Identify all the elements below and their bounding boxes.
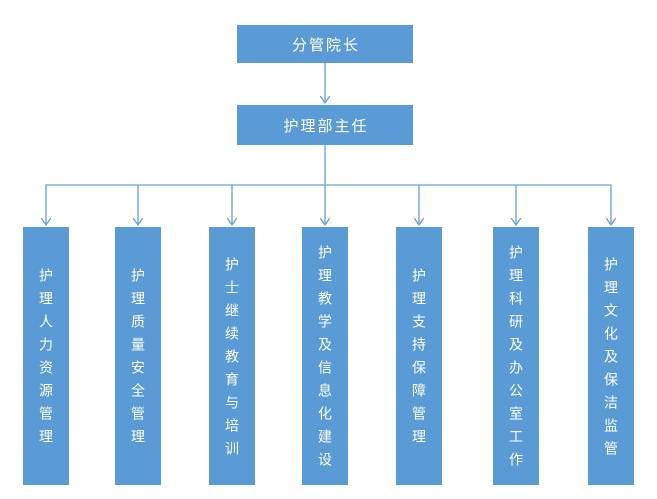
node-manager-label: 护理部主任 [283,117,369,135]
node-dept-hr: 护理人力资源管理 [23,227,69,485]
node-dept-education-training-label: 护士继续教育与培训 [224,256,240,464]
node-manager: 护理部主任 [237,105,413,145]
node-dept-teaching-informatization-label: 护理教学及信息化建设 [317,245,333,475]
arrowhead-dept-7 [605,217,617,226]
node-root-label: 分管院长 [291,36,360,54]
node-dept-teaching-informatization: 护理教学及信息化建设 [302,227,348,485]
node-dept-support-guarantee-label: 护理支持保障管理 [411,268,427,452]
arrowhead-dept-4 [319,217,331,226]
node-dept-hr-label: 护理人力资源管理 [38,268,54,452]
node-dept-support-guarantee: 护理支持保障管理 [396,227,442,485]
node-dept-education-training: 护士继续教育与培训 [209,227,255,485]
node-dept-culture-cleaning-label: 护理文化及保洁监管 [603,256,619,464]
node-dept-culture-cleaning: 护理文化及保洁监管 [588,227,634,485]
node-dept-research-office-label: 护理科研及办公室工作 [508,245,524,475]
node-root: 分管院长 [237,25,413,63]
node-dept-research-office: 护理科研及办公室工作 [493,227,539,485]
node-dept-quality-safety-label: 护理质量安全管理 [130,268,146,452]
arrowhead-dept-1 [40,217,52,226]
arrowhead-dept-5 [413,217,425,226]
arrowhead-manager [319,95,331,104]
arrowhead-dept-6 [510,217,522,226]
arrowhead-dept-3 [226,217,238,226]
arrowhead-dept-2 [132,217,144,226]
node-dept-quality-safety: 护理质量安全管理 [115,227,161,485]
